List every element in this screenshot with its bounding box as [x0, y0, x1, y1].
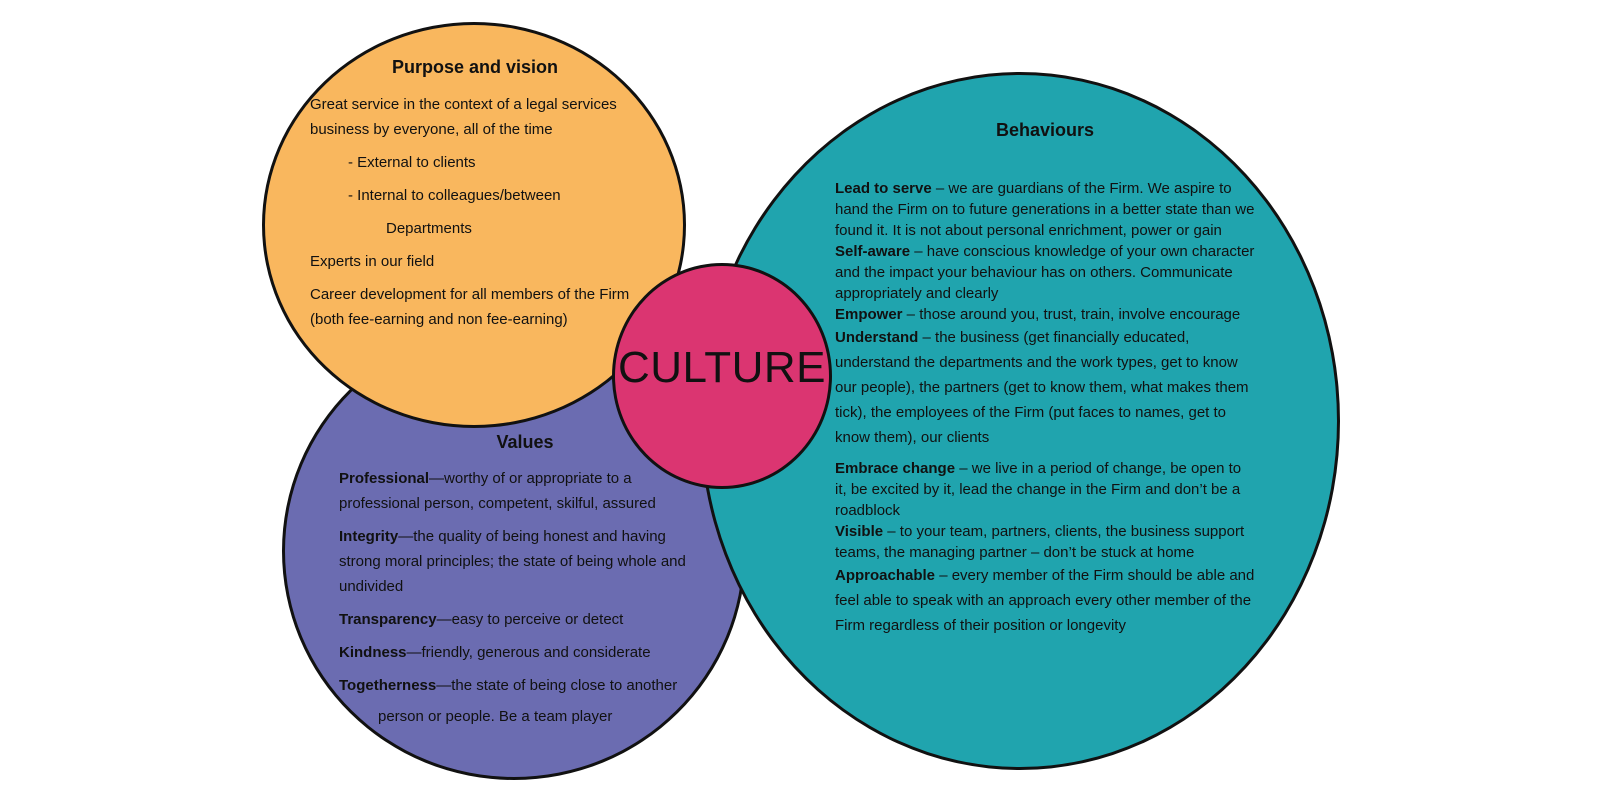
values-term: Professional	[339, 470, 430, 487]
behaviours-item: Lead to serve – we are guardians of the …	[835, 178, 1255, 241]
behaviours-term: Embrace change	[835, 460, 956, 477]
values-definition: —worthy of or appropriate to a professio…	[339, 470, 656, 512]
behaviours-definition: – every member of the Firm should be abl…	[835, 567, 1255, 634]
culture-label: CULTURE	[617, 343, 827, 392]
behaviours-item: Understand – the business (get financial…	[835, 325, 1255, 450]
behaviours-item: Embrace change – we live in a period of …	[835, 458, 1255, 521]
purpose-line: Career development for all members of th…	[310, 286, 630, 328]
behaviours-term: Lead to serve	[835, 180, 932, 197]
purpose-item-internal: - Internal to colleagues/between	[348, 187, 561, 204]
values-item: Professional—worthy of or appropriate to…	[339, 466, 699, 516]
behaviours-definition: – those around you, trust, train, involv…	[902, 306, 1241, 323]
values-item: Togetherness—the state of being close to…	[339, 673, 699, 698]
purpose-item-internal-cont: Departments	[386, 220, 472, 237]
behaviours-item: Self-aware – have conscious knowledge of…	[835, 241, 1255, 304]
values-heading: Values	[496, 432, 554, 452]
values-definition: —easy to perceive or detect	[436, 611, 624, 628]
values-definition: —the state of being close to another	[436, 677, 678, 694]
values-item: Kindness—friendly, generous and consider…	[339, 640, 699, 665]
behaviours-term: Understand	[835, 329, 919, 346]
behaviours-definition: – we are guardians of the Firm. We aspir…	[835, 180, 1255, 239]
behaviours-term: Visible	[835, 523, 884, 540]
behaviours-item: Empower – those around you, trust, train…	[835, 304, 1255, 325]
purpose-item-external: - External to clients	[348, 154, 476, 171]
values-term: Togetherness	[339, 677, 437, 694]
behaviours-text: Lead to serve – we are guardians of the …	[835, 178, 1255, 638]
values-term: Kindness	[339, 644, 407, 661]
behaviours-term: Self-aware	[835, 243, 911, 260]
purpose-line: Great service in the context of a legal …	[310, 96, 617, 138]
behaviours-item: Visible – to your team, partners, client…	[835, 521, 1255, 563]
behaviours-definition: – we live in a period of change, be open…	[835, 460, 1242, 519]
behaviours-definition: – to your team, partners, clients, the b…	[835, 523, 1245, 561]
values-item-continuation: person or people. Be a team player	[378, 708, 613, 725]
culture-circle	[612, 263, 832, 489]
values-item: Integrity—the quality of being honest an…	[339, 524, 699, 599]
values-text: Professional—worthy of or appropriate to…	[339, 466, 699, 737]
behaviours-definition: – have conscious knowledge of your own c…	[835, 243, 1255, 302]
behaviours-term: Approachable	[835, 567, 936, 584]
behaviours-definition: – the business (get financially educated…	[835, 329, 1249, 446]
values-term: Integrity	[339, 528, 399, 545]
behaviours-term: Empower	[835, 306, 903, 323]
values-definition: —friendly, generous and considerate	[406, 644, 651, 661]
values-definition: —the quality of being honest and having …	[339, 528, 686, 595]
behaviours-item: Approachable – every member of the Firm …	[835, 563, 1255, 638]
purpose-line: Experts in our field	[310, 253, 435, 270]
purpose-text: Great service in the context of a legal …	[310, 92, 640, 332]
values-item: Transparency—easy to perceive or detect	[339, 607, 699, 632]
behaviours-heading: Behaviours	[995, 120, 1095, 140]
values-term: Transparency	[339, 611, 437, 628]
purpose-heading: Purpose and vision	[391, 57, 559, 77]
